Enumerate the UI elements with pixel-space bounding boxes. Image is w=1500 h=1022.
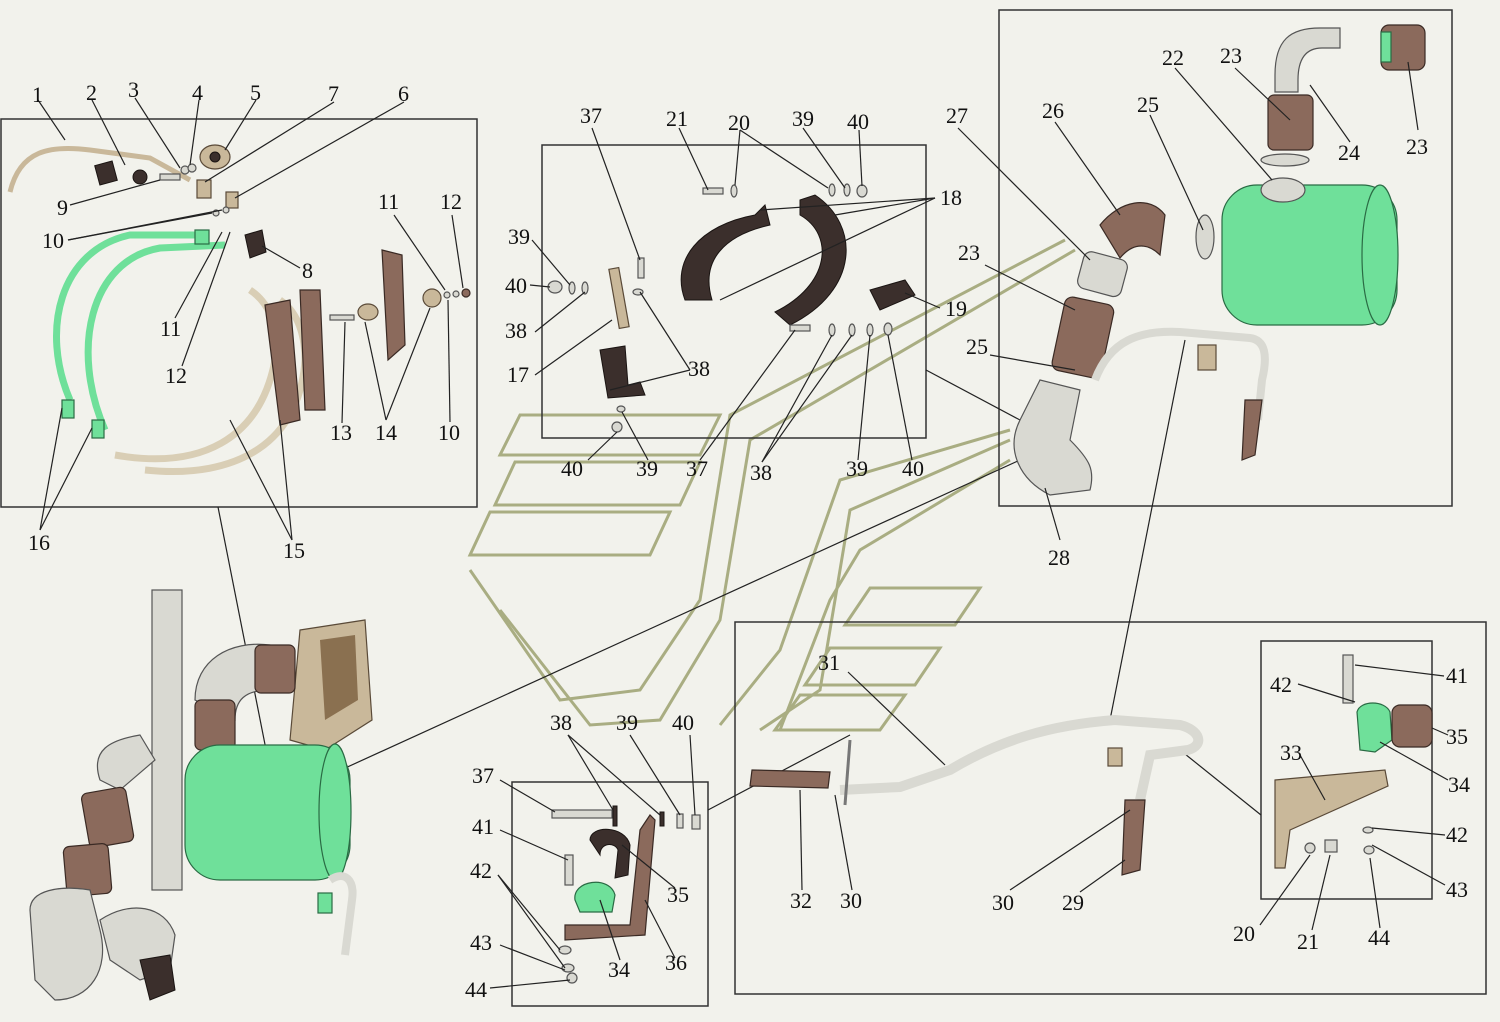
leaders-clip [489, 734, 696, 989]
callout-14: 14 [375, 420, 397, 445]
callout-38-mid: 38 [688, 356, 710, 381]
callout-23-top: 23 [1220, 43, 1242, 68]
callout-44-right: 44 [1368, 925, 1390, 950]
callout-23-right: 23 [1406, 134, 1428, 159]
clamp-assembly-parts [7, 144, 471, 475]
callout-39-bottom-left: 39 [636, 456, 658, 481]
assembled-view [29, 589, 373, 1001]
callout-37-clip: 37 [472, 763, 494, 788]
callout-11-right: 11 [378, 189, 399, 214]
callout-28: 28 [1048, 545, 1070, 570]
callout-39-left: 39 [508, 224, 530, 249]
callout-12-right: 12 [440, 189, 462, 214]
callout-7: 7 [328, 81, 339, 106]
clip-detail-parts [551, 805, 701, 984]
callout-39-top: 39 [792, 106, 814, 131]
callout-38-clip: 38 [550, 710, 572, 735]
bracket-assembly-parts [547, 183, 916, 433]
callout-8: 8 [302, 258, 313, 283]
callout-33: 33 [1280, 740, 1302, 765]
callout-41-clip: 41 [472, 814, 494, 839]
callout-9: 9 [57, 195, 68, 220]
callout-42-right: 42 [1446, 822, 1468, 847]
callout-43-clip: 43 [470, 930, 492, 955]
callout-19: 19 [945, 296, 967, 321]
frame-bracket-assembly [541, 144, 927, 439]
callout-6: 6 [398, 81, 409, 106]
callout-4: 4 [192, 80, 203, 105]
callout-37-top: 37 [580, 103, 602, 128]
callout-31: 31 [818, 650, 840, 675]
callout-13: 13 [330, 420, 352, 445]
callout-40-bottom-left: 40 [561, 456, 583, 481]
callout-2: 2 [86, 80, 97, 105]
callout-40-top: 40 [847, 109, 869, 134]
callout-40-left: 40 [505, 273, 527, 298]
callout-26: 26 [1042, 98, 1064, 123]
callout-42-clip: 42 [470, 858, 492, 883]
leaders-air-filter [957, 61, 1419, 541]
callout-39-clip: 39 [616, 710, 638, 735]
air-filter-assembly-parts [1013, 24, 1426, 496]
callout-37-bottom: 37 [686, 456, 708, 481]
callout-41-right: 41 [1446, 663, 1468, 688]
callout-25-top: 25 [1137, 92, 1159, 117]
callout-40-clip: 40 [672, 710, 694, 735]
frame-pipe-support-detail [1260, 640, 1433, 900]
callout-12-left: 12 [165, 363, 187, 388]
leaders-pipe [799, 664, 1449, 931]
callout-23-left: 23 [958, 240, 980, 265]
callout-44-clip: 44 [465, 977, 487, 1002]
part-labels: 1 2 3 4 5 7 6 9 10 8 11 12 11 12 13 14 1… [28, 43, 1470, 1002]
callout-20-bottom: 20 [1233, 921, 1255, 946]
leaders-clamp [37, 97, 464, 541]
callout-38-left: 38 [505, 318, 527, 343]
callout-11-left: 11 [160, 316, 181, 341]
callout-25-left: 25 [966, 334, 988, 359]
callout-27: 27 [946, 103, 968, 128]
callout-17: 17 [507, 362, 529, 387]
frame-air-filter-assembly [998, 9, 1453, 507]
callout-16: 16 [28, 530, 50, 555]
callout-35-clip: 35 [667, 882, 689, 907]
callout-42-top: 42 [1270, 672, 1292, 697]
callout-39-bottom-right: 39 [846, 456, 868, 481]
callout-36: 36 [665, 950, 687, 975]
callout-32: 32 [790, 888, 812, 913]
callout-38-bottom: 38 [750, 460, 772, 485]
callout-22: 22 [1162, 45, 1184, 70]
frame-clamp-assembly [0, 118, 478, 508]
callout-10-top: 10 [42, 228, 64, 253]
pipe-assembly-parts [749, 654, 1433, 876]
callout-34-right: 34 [1448, 772, 1470, 797]
callout-3: 3 [128, 77, 139, 102]
callout-40-bottom-right: 40 [902, 456, 924, 481]
callout-29: 29 [1062, 890, 1084, 915]
leaders-bracket [529, 127, 941, 463]
callout-35-right: 35 [1446, 724, 1468, 749]
flow-arrows [467, 238, 1076, 732]
callout-20-top: 20 [728, 110, 750, 135]
callout-43-right: 43 [1446, 877, 1468, 902]
frame-pipe-assembly [734, 621, 1487, 995]
callout-5: 5 [250, 80, 261, 105]
callout-18: 18 [940, 185, 962, 210]
callout-34-clip: 34 [608, 957, 630, 982]
callout-30-right: 30 [992, 890, 1014, 915]
callout-15: 15 [283, 538, 305, 563]
callout-21-top: 21 [666, 106, 688, 131]
callout-30-left: 30 [840, 888, 862, 913]
callout-10-bottom: 10 [438, 420, 460, 445]
callout-1: 1 [32, 82, 43, 107]
callout-24: 24 [1338, 140, 1360, 165]
callout-21-bottom: 21 [1297, 929, 1319, 954]
